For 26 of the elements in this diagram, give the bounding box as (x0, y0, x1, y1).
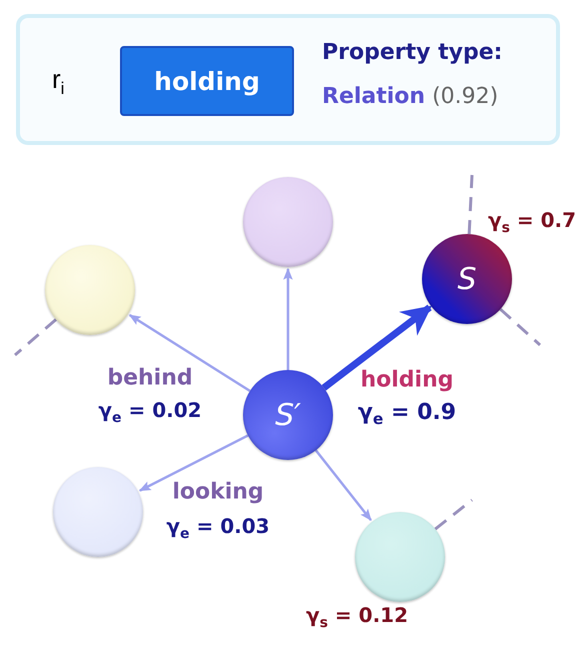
arrow (128, 314, 251, 392)
weight-label: γ$_{e}$ = 0.02 (98, 398, 202, 426)
score-label: γ$_{s}$ = 0.12 (306, 603, 408, 631)
node-circle: S (422, 234, 512, 324)
arrow (322, 304, 432, 391)
empty-circle (355, 512, 445, 602)
node-circle: S′ (243, 370, 333, 460)
dashed-line (499, 308, 541, 346)
weight-label: γ$_{e}$ = 0.03 (166, 514, 270, 542)
info-panel (16, 14, 560, 145)
score-label: γ$_{s}$ = 0.7 (488, 208, 576, 236)
edge-label: holding (360, 368, 454, 392)
property-type-heading: Property type: (322, 40, 502, 65)
arrow (283, 268, 293, 370)
relation-tag: holding (120, 46, 294, 116)
dashed-line (434, 498, 473, 530)
edge-label: looking (172, 480, 264, 504)
property-type-value: Relation (0.92) (322, 84, 498, 109)
weight-label: γ$_{e}$ = 0.9 (358, 400, 456, 428)
arrow (314, 450, 372, 522)
dashed-line (14, 318, 57, 356)
edge-label: behind (107, 366, 193, 390)
arrow (138, 434, 248, 492)
empty-circle (45, 245, 135, 335)
dashed-line (468, 174, 474, 234)
relation-symbol: r$_{i}$ (52, 64, 64, 100)
